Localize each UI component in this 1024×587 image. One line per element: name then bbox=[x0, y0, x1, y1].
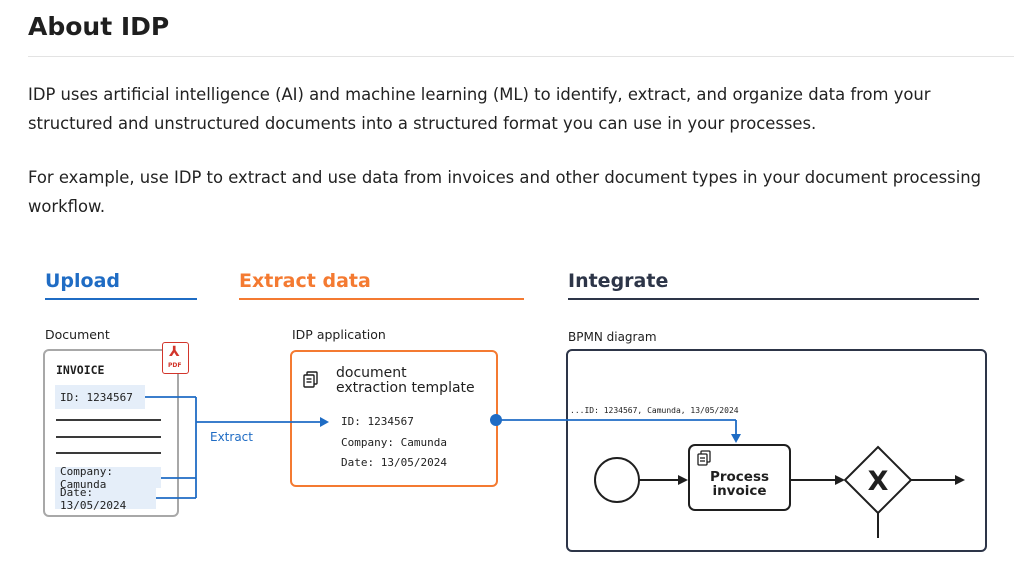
invoice-id-text: ID: 1234567 bbox=[60, 390, 133, 404]
section-integrate-heading: Integrate bbox=[568, 270, 669, 292]
section-upload-heading: Upload bbox=[45, 270, 121, 292]
pdf-file-icon-text: PDF bbox=[168, 362, 182, 369]
task-document-icon bbox=[697, 450, 711, 466]
document-label: Document bbox=[45, 327, 110, 342]
extracted-company: Company: Camunda bbox=[341, 436, 447, 449]
output-connector-dot bbox=[490, 414, 502, 426]
idp-application-box bbox=[290, 350, 498, 487]
output-arrowhead bbox=[731, 434, 741, 443]
output-connector-line bbox=[496, 419, 737, 435]
section-upload-rule bbox=[45, 298, 197, 300]
bpmn-diagram-label: BPMN diagram bbox=[568, 330, 657, 344]
extract-arrowhead bbox=[320, 417, 329, 427]
extracted-id: ID: 1234567 bbox=[341, 415, 414, 428]
invoice-text-line bbox=[56, 419, 161, 421]
section-extract-rule bbox=[239, 298, 524, 300]
extraction-template-title: document extraction template bbox=[336, 366, 475, 396]
invoice-text-line bbox=[56, 436, 161, 438]
process-invoice-label: Process invoice bbox=[688, 470, 791, 498]
gateway-x-symbol: X bbox=[868, 466, 889, 497]
extract-arrow-label: Extract bbox=[210, 430, 253, 444]
extract-connector-lines bbox=[145, 396, 320, 499]
section-extract-heading: Extract data bbox=[239, 270, 371, 292]
bpmn-flow-arrowhead bbox=[955, 475, 965, 485]
invoice-company-field: Company: Camunda bbox=[55, 464, 161, 491]
invoice-company-text: Company: Camunda bbox=[60, 464, 113, 491]
invoice-heading: INVOICE bbox=[56, 363, 105, 377]
invoice-date-field: Date: 13/05/2024 bbox=[55, 485, 156, 512]
invoice-id-field: ID: 1234567 bbox=[55, 385, 145, 409]
invoice-date-text: Date: 13/05/2024 bbox=[60, 485, 127, 512]
document-template-icon bbox=[303, 371, 318, 388]
idp-application-label: IDP application bbox=[292, 327, 386, 342]
extracted-date: Date: 13/05/2024 bbox=[341, 456, 447, 469]
title-divider bbox=[28, 56, 1014, 57]
extraction-template-line-1: document bbox=[336, 365, 407, 381]
extraction-template-line-2: extraction template bbox=[336, 380, 475, 396]
bpmn-flow-arrowhead bbox=[835, 475, 845, 485]
section-integrate-rule bbox=[568, 298, 979, 300]
page-title: About IDP bbox=[28, 12, 170, 41]
bpmn-data-annotation: ...ID: 1234567, Camunda, 13/05/2024 bbox=[570, 406, 739, 415]
task-label-line-2: invoice bbox=[712, 483, 767, 499]
intro-paragraph: IDP uses artificial intelligence (AI) an… bbox=[28, 85, 931, 133]
bpmn-flow-arrowhead bbox=[678, 475, 688, 485]
bpmn-start-event bbox=[594, 457, 640, 503]
invoice-text-line bbox=[56, 452, 161, 454]
pdf-file-icon: ⅄ PDF bbox=[162, 342, 189, 374]
example-paragraph: For example, use IDP to extract and use … bbox=[28, 168, 982, 216]
task-label-line-1: Process bbox=[709, 469, 770, 485]
